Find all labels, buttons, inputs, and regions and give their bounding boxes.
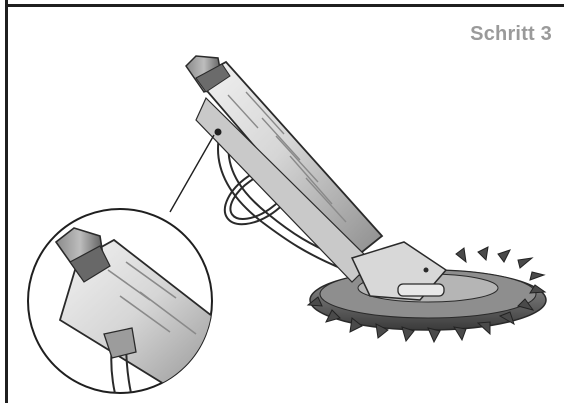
frame-left-rule (5, 0, 8, 403)
cleaner-top-cap (185, 55, 231, 94)
callout-marker (214, 128, 222, 136)
cleaner-body (194, 60, 448, 301)
callout-leader-line (169, 134, 215, 213)
detail-zoom-circle (27, 208, 213, 394)
step-label: Schritt 3 (470, 23, 552, 45)
frame-top-rule (5, 4, 564, 7)
